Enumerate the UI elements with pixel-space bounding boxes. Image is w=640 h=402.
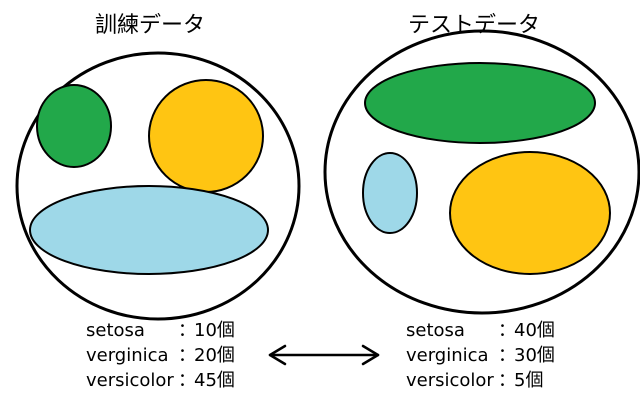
species-name: versicolor [86,370,174,391]
train-versicolor-blob [29,185,269,275]
test-counts-list: setosa ： 40個 verginica ： 30個 versicolor … [406,318,555,393]
separator: ： [498,370,516,391]
count-value: 5個 [514,370,544,391]
species-name: verginica [406,345,489,366]
double-arrow-icon [268,344,380,366]
test-count-row-verginica: verginica ： 30個 [406,343,555,368]
test-data-title: テストデータ [408,13,541,38]
train-counts-list: setosa ： 10個 verginica ： 20個 versicolor … [86,318,235,393]
test-count-row-versicolor: versicolor ： 5個 [406,368,555,393]
train-count-row-setosa: setosa ： 10個 [86,318,235,343]
train-verginica-blob [148,79,264,193]
separator: ： [178,345,196,366]
count-value: 40個 [514,320,555,341]
species-name: setosa [406,320,465,341]
train-count-row-versicolor: versicolor ： 45個 [86,368,235,393]
test-setosa-blob [364,62,596,144]
test-verginica-blob [449,151,611,275]
separator: ： [178,370,196,391]
separator: ： [498,345,516,366]
separator: ： [178,320,196,341]
species-name: setosa [86,320,145,341]
test-count-row-setosa: setosa ： 40個 [406,318,555,343]
species-name: versicolor [406,370,494,391]
species-name: verginica [86,345,169,366]
count-value: 20個 [194,345,235,366]
train-data-title: 訓練データ [95,13,206,38]
separator: ： [498,320,516,341]
count-value: 30個 [514,345,555,366]
count-value: 10個 [194,320,235,341]
test-versicolor-blob [362,152,418,234]
count-value: 45個 [194,370,235,391]
train-setosa-blob [36,84,112,168]
train-count-row-verginica: verginica ： 20個 [86,343,235,368]
